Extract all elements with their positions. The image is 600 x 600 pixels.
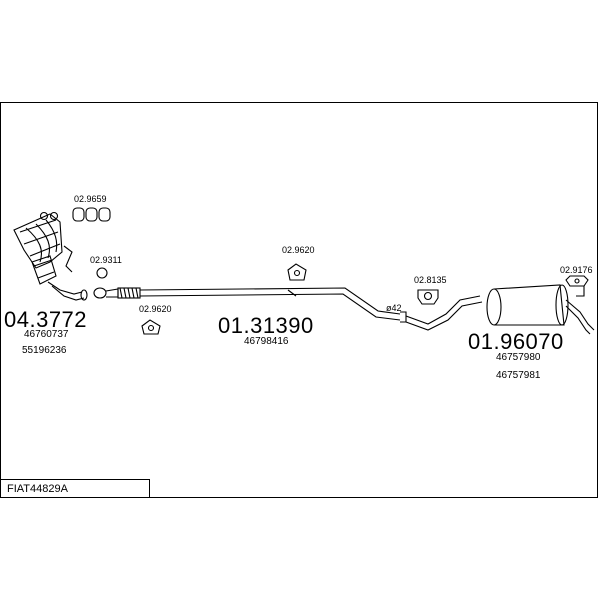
front-pipe-drawing[interactable]: [93, 287, 141, 299]
hanger-rear-drawing[interactable]: [565, 275, 589, 287]
gasket-set-drawing[interactable]: [39, 207, 111, 222]
part-number-ring: 02.9311: [90, 255, 122, 265]
ring-drawing[interactable]: [96, 267, 108, 279]
part-number-manifold: 04.3772: [4, 307, 88, 332]
oe-number-manifold-2: 55196236: [22, 345, 67, 356]
part-number-middle-pipe: 01.31390: [218, 313, 314, 338]
part-number-clamp: 02.8135: [414, 275, 447, 285]
part-number-hanger-middle: 02.9620: [282, 245, 315, 255]
oe-number-rear-muffler-1: 46757980: [496, 352, 541, 363]
middle-pipe-drawing[interactable]: [139, 287, 407, 323]
diameter-mark: ø42: [386, 303, 402, 313]
manifold-drawing[interactable]: [13, 213, 88, 301]
part-number-rear-muffler: 01.96070: [468, 329, 564, 354]
part-number-gasket-set: 02.9659: [74, 194, 107, 204]
hanger-middle-drawing[interactable]: [287, 263, 307, 281]
part-number-hanger-rear: 02.9176: [560, 265, 593, 275]
part-number-hanger-left: 02.9620: [139, 304, 172, 314]
hanger-left-drawing[interactable]: [141, 319, 161, 335]
clamp-drawing[interactable]: [417, 289, 439, 305]
oe-number-middle-pipe: 46798416: [244, 336, 289, 347]
rear-muffler-drawing[interactable]: [405, 284, 595, 335]
diagram-frame: [0, 102, 598, 498]
diagram-code-box: FIAT44829A: [0, 479, 150, 498]
diagram-code: FIAT44829A: [7, 483, 68, 495]
oe-number-manifold-1: 46760737: [24, 329, 69, 340]
oe-number-rear-muffler-2: 46757981: [496, 370, 541, 381]
